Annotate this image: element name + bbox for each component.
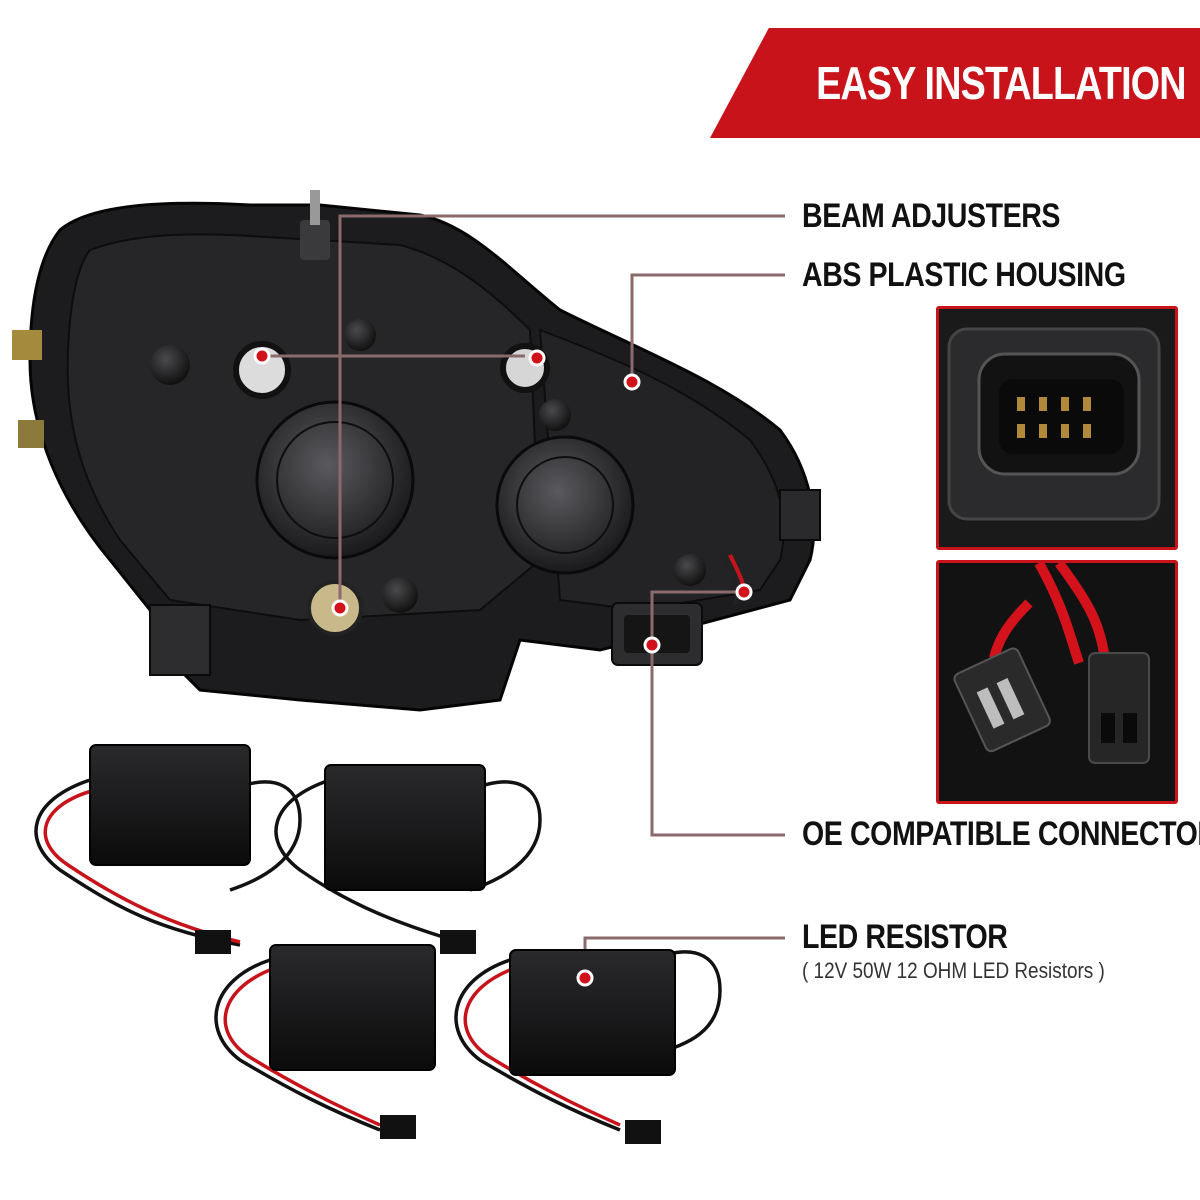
header-banner [710, 28, 1200, 138]
marker-beam-bottom [331, 599, 349, 617]
wire-plug-closeup-image [936, 560, 1178, 804]
resistor-box-3 [269, 944, 436, 1071]
marker-connector [643, 636, 661, 654]
marker-resistor [576, 969, 594, 987]
label-abs-housing: ABS PLASTIC HOUSING [802, 256, 1126, 294]
label-led-resistor: LED RESISTOR [802, 918, 1008, 956]
bulb-cap-left [255, 400, 415, 560]
housing-connector [611, 553, 747, 666]
banner-title: EASY INSTALLATION [816, 57, 1186, 109]
resistor-box-2 [324, 764, 486, 891]
label-beam-adjusters: BEAM ADJUSTERS [802, 197, 1061, 235]
led-resistor-set [34, 744, 722, 1144]
resistor-box-1 [89, 744, 251, 866]
marker-dots [253, 347, 753, 987]
marker-housing [623, 373, 641, 391]
connector-closeup-image [936, 306, 1178, 550]
marker-plug [735, 583, 753, 601]
leader-lines [262, 214, 785, 978]
label-led-resistor-detail: ( 12V 50W 12 OHM LED Resistors ) [802, 958, 1105, 983]
housing-knobs [150, 319, 706, 613]
label-oe-connectors: OE COMPATIBLE CONNECTORS [802, 815, 1200, 853]
marker-beam-left [253, 347, 271, 365]
marker-beam-right [528, 349, 546, 367]
resistor-box-4 [509, 949, 676, 1076]
